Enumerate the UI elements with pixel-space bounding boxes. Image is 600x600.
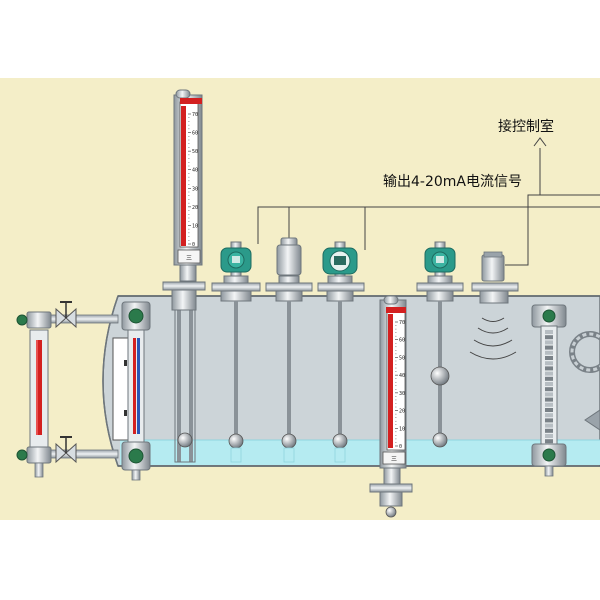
left-sight-gauge [16,301,119,478]
gauge-badge-box [382,451,406,465]
scale-tick-label: 60 [399,338,405,344]
top-fitting [26,311,52,329]
gauge-cap [175,89,191,99]
red-level-column [181,106,186,246]
signal-wiring [257,137,600,266]
scale-tick-label: 0 [192,242,195,248]
scale-tick-label: 10 [192,223,198,229]
flap-segment [545,330,553,334]
drain-stem [34,462,44,478]
flap-segment [545,387,553,392]
flap-segment [545,402,553,407]
gauge-badge-text: 三 [391,456,397,463]
scale-tick-label: 20 [192,205,198,211]
level-transmitter-1 [211,241,261,463]
ultrasonic-head [481,254,505,282]
scale-tick-label: 0 [399,444,402,450]
flap-segment [545,408,553,412]
flap-segment [545,371,553,376]
scale-tick-label: 50 [399,355,405,361]
scale-tick-label: 50 [192,149,198,155]
flap-segment [545,376,553,381]
scale-tick-label: 70 [399,320,405,326]
flap-segment [545,382,553,386]
flap-segment [545,335,553,340]
scale-tick-label: 20 [399,409,405,415]
ultrasonic-transmitter [469,251,519,360]
level-transmitter-3 [416,241,464,448]
guide-tube-right [189,296,193,462]
handwheel-lower-icon [16,449,28,461]
probe-head [276,244,302,276]
output-signal-label: 输出4-20mA电流信号 [383,174,522,190]
bottom-fitting [26,446,52,464]
gauge-badge-text: 三 [186,255,192,262]
float-ball [177,432,193,448]
upper-valve-icon [55,301,77,329]
magnetic-flap-gauge [112,301,151,481]
flap-segment [545,356,553,360]
flap-segment [545,439,553,444]
guide-tube-left [177,296,181,462]
flap-segment [545,392,553,397]
scale-tick-label: 70 [192,112,198,118]
scale-tick-label: 40 [399,373,405,379]
lower-valve-icon [55,436,77,464]
flap-segment [545,361,553,366]
drain-handwheel-icon [385,506,397,518]
flap-segment [545,350,553,355]
manway-flange [569,331,600,431]
gauge-neck [179,264,197,282]
scale-tick-label: 30 [399,391,405,397]
bottom-mounted-gauge: 70 60 50 40 30 20 10 0 三 [369,295,413,518]
top-mounted-gauge: 70 60 50 40 30 20 10 0 三 [162,89,206,463]
flap-segment [545,345,553,350]
level-transmitter-2 [317,241,365,463]
right-flap-gauge [531,304,567,477]
scale-tick-label: 10 [399,426,405,432]
flap-segment [545,434,553,438]
sound-waves-icon [469,317,517,360]
red-level-column [388,314,393,448]
flap-segment [545,423,553,428]
gauge-flange [162,281,206,291]
flap-segment [545,397,553,402]
control-room-label: 接控制室 [498,118,554,135]
gauge-base [171,289,197,311]
red-level-bar [36,340,42,435]
handwheel-upper-icon [16,314,28,326]
flap-segment [545,418,553,423]
tank [102,295,600,467]
gauge-badge-box [177,249,201,264]
red-cap-top [180,98,202,104]
flap-indicator-panel [112,337,130,441]
flap-segment [545,413,553,418]
flap-segment [545,340,553,345]
gauge-bottom-flange [369,483,413,493]
scale-tick-label: 60 [192,131,198,137]
flap-segment [545,428,553,433]
red-cap-top [386,307,406,313]
capacitance-probe [265,237,313,463]
tank-liquid [120,440,600,465]
top-gauge-ticks: 70 60 50 40 30 20 10 0 [188,112,198,248]
bottom-gauge-ticks: 70 60 50 40 30 20 10 0 [395,320,405,450]
scale-tick-label: 30 [192,186,198,192]
flap-segment [545,366,553,371]
scale-tick-label: 40 [192,168,198,174]
